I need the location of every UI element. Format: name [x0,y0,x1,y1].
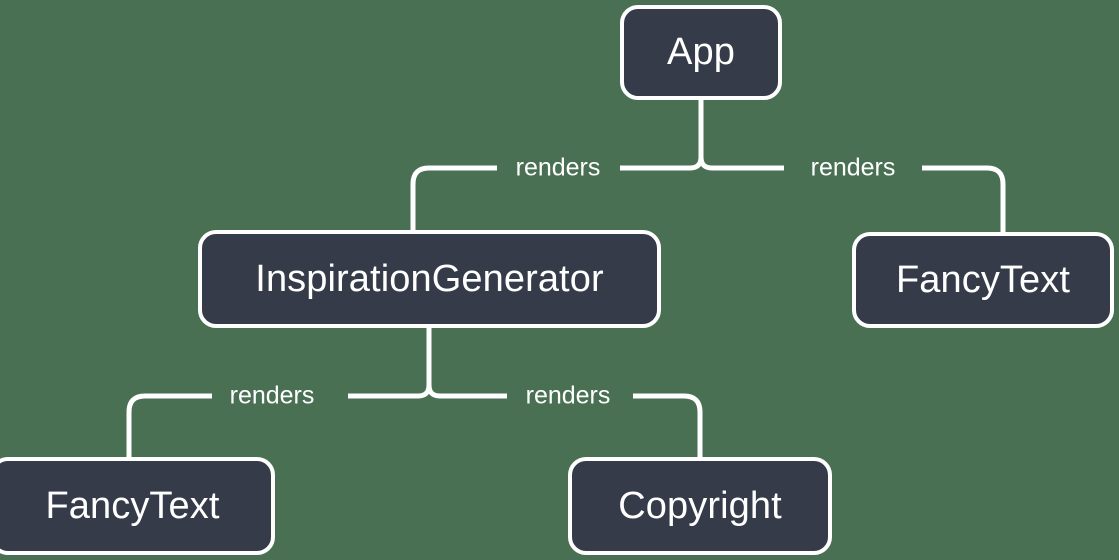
edge-app-inspgen-bar-left [410,165,497,230]
node-fancytext-top[interactable]: FancyText [852,232,1114,328]
edge-label-inspiration-generator-copyright: renders [525,381,611,410]
edge-app-fancytext-bar-right [922,165,1006,232]
edge-inspgen-stem-right [426,384,441,399]
edge-inspgen-copyright-bar-right [633,393,703,457]
edge-inspgen-fancytext-bar-left [126,393,212,457]
node-inspiration-generator[interactable]: InspirationGenerator [198,230,661,328]
node-app[interactable]: App [620,5,782,100]
node-fancytext-bottom[interactable]: FancyText [0,457,275,555]
edge-label-inspiration-generator-fancytext: renders [229,381,315,410]
node-copyright[interactable]: Copyright [568,457,832,555]
edge-label-app-inspiration-generator: renders [515,153,601,182]
edge-app-stem-right [698,156,713,171]
edge-label-app-fancytext: renders [810,153,896,182]
